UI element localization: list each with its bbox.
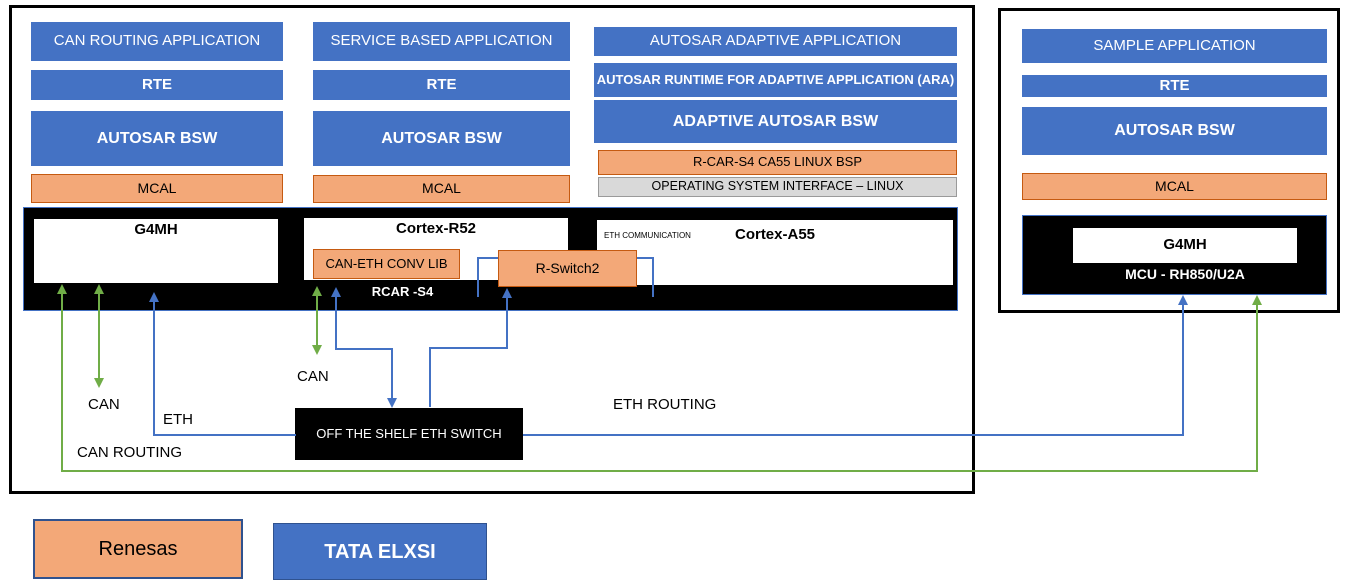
r-switch2-label: R-Switch2 — [535, 259, 600, 276]
autosar-adaptive-application-box: AUTOSAR ADAPTIVE APPLICATION — [594, 27, 957, 56]
service-based-application-label: SERVICE BASED APPLICATION — [330, 32, 553, 50]
can-eth-conv-lib-box: CAN-ETH CONV LIB — [313, 249, 460, 279]
sample-application-label: SAMPLE APPLICATION — [1093, 36, 1256, 54]
can-routing-label: CAN ROUTING — [77, 444, 182, 461]
eth-switch-box: OFF THE SHELF ETH SWITCH — [295, 408, 523, 460]
g4mh-core-box: G4MH — [34, 219, 278, 283]
legend-tata-elxsi-label: TATA ELXSI — [324, 540, 436, 563]
eth-communication-label: ETH COMMUNICATION — [604, 231, 691, 240]
rte-label-col1: RTE — [142, 75, 172, 93]
g4mh-core-box-right: G4MH — [1073, 228, 1297, 263]
eth-routing-label: ETH ROUTING — [613, 396, 717, 413]
autosar-bsw-label-col2: AUTOSAR BSW — [381, 129, 502, 147]
can-routing-application-label: CAN ROUTING APPLICATION — [53, 32, 261, 50]
rte-box-right: RTE — [1022, 75, 1327, 97]
rcar-s4-chip-label: RCAR -S4 — [371, 284, 434, 299]
ara-box: AUTOSAR RUNTIME FOR ADAPTIVE APPLICATION… — [594, 63, 957, 97]
g4mh-core-label: G4MH — [134, 221, 178, 238]
os-interface-box: OPERATING SYSTEM INTERFACE – LINUX — [598, 177, 957, 197]
rte-label-col2: RTE — [426, 75, 457, 93]
eth-switch-label: OFF THE SHELF ETH SWITCH — [316, 425, 502, 441]
service-based-application-box: SERVICE BASED APPLICATION — [313, 22, 570, 61]
sample-application-box: SAMPLE APPLICATION — [1022, 29, 1327, 63]
autosar-bsw-box-col1: AUTOSAR BSW — [31, 111, 283, 166]
left-system-container — [9, 5, 975, 494]
cortex-a55-core-box: ETH COMMUNICATION Cortex-A55 — [597, 220, 953, 285]
cortex-r52-label: Cortex-R52 — [395, 220, 477, 237]
legend-renesas-label: Renesas — [98, 538, 178, 560]
mcal-label-col2: MCAL — [422, 180, 461, 197]
os-interface-label: OPERATING SYSTEM INTERFACE – LINUX — [651, 179, 904, 194]
r-switch2-box: R-Switch2 — [498, 250, 637, 287]
legend-renesas: Renesas — [33, 519, 243, 579]
mcu-chip-label: MCU - RH850/U2A — [1125, 266, 1245, 282]
mcal-box-col2: MCAL — [313, 175, 570, 203]
legend-tata-elxsi: TATA ELXSI — [273, 523, 487, 580]
ara-label: AUTOSAR RUNTIME FOR ADAPTIVE APPLICATION… — [596, 71, 955, 87]
g4mh-core-label-right: G4MH — [1163, 236, 1207, 254]
autosar-bsw-box-col2: AUTOSAR BSW — [313, 111, 570, 166]
mcal-label-col1: MCAL — [137, 179, 177, 196]
rte-box-col2: RTE — [313, 70, 570, 100]
cortex-a55-label: Cortex-A55 — [734, 226, 816, 243]
autosar-bsw-label-col1: AUTOSAR BSW — [96, 129, 218, 147]
mcal-box-right: MCAL — [1022, 173, 1327, 200]
eth-label: ETH — [163, 411, 193, 428]
linux-bsp-box: R-CAR-S4 CA55 LINUX BSP — [598, 150, 957, 175]
rte-label-right: RTE — [1159, 76, 1190, 94]
can-left-label: CAN — [88, 396, 120, 413]
adaptive-autosar-bsw-label: ADAPTIVE AUTOSAR BSW — [672, 112, 879, 130]
autosar-bsw-box-right: AUTOSAR BSW — [1022, 107, 1327, 155]
linux-bsp-label: R-CAR-S4 CA55 LINUX BSP — [692, 154, 863, 170]
can-routing-application-box: CAN ROUTING APPLICATION — [31, 22, 283, 61]
can-mid-label: CAN — [297, 368, 329, 385]
can-eth-conv-lib-label: CAN-ETH CONV LIB — [325, 255, 448, 271]
mcal-box-col1: MCAL — [31, 174, 283, 203]
mcal-label-right: MCAL — [1155, 177, 1194, 194]
autosar-bsw-label-right: AUTOSAR BSW — [1114, 122, 1235, 140]
adaptive-autosar-bsw-box: ADAPTIVE AUTOSAR BSW — [594, 100, 957, 143]
autosar-adaptive-application-label: AUTOSAR ADAPTIVE APPLICATION — [649, 32, 902, 50]
rte-box-col1: RTE — [31, 70, 283, 100]
